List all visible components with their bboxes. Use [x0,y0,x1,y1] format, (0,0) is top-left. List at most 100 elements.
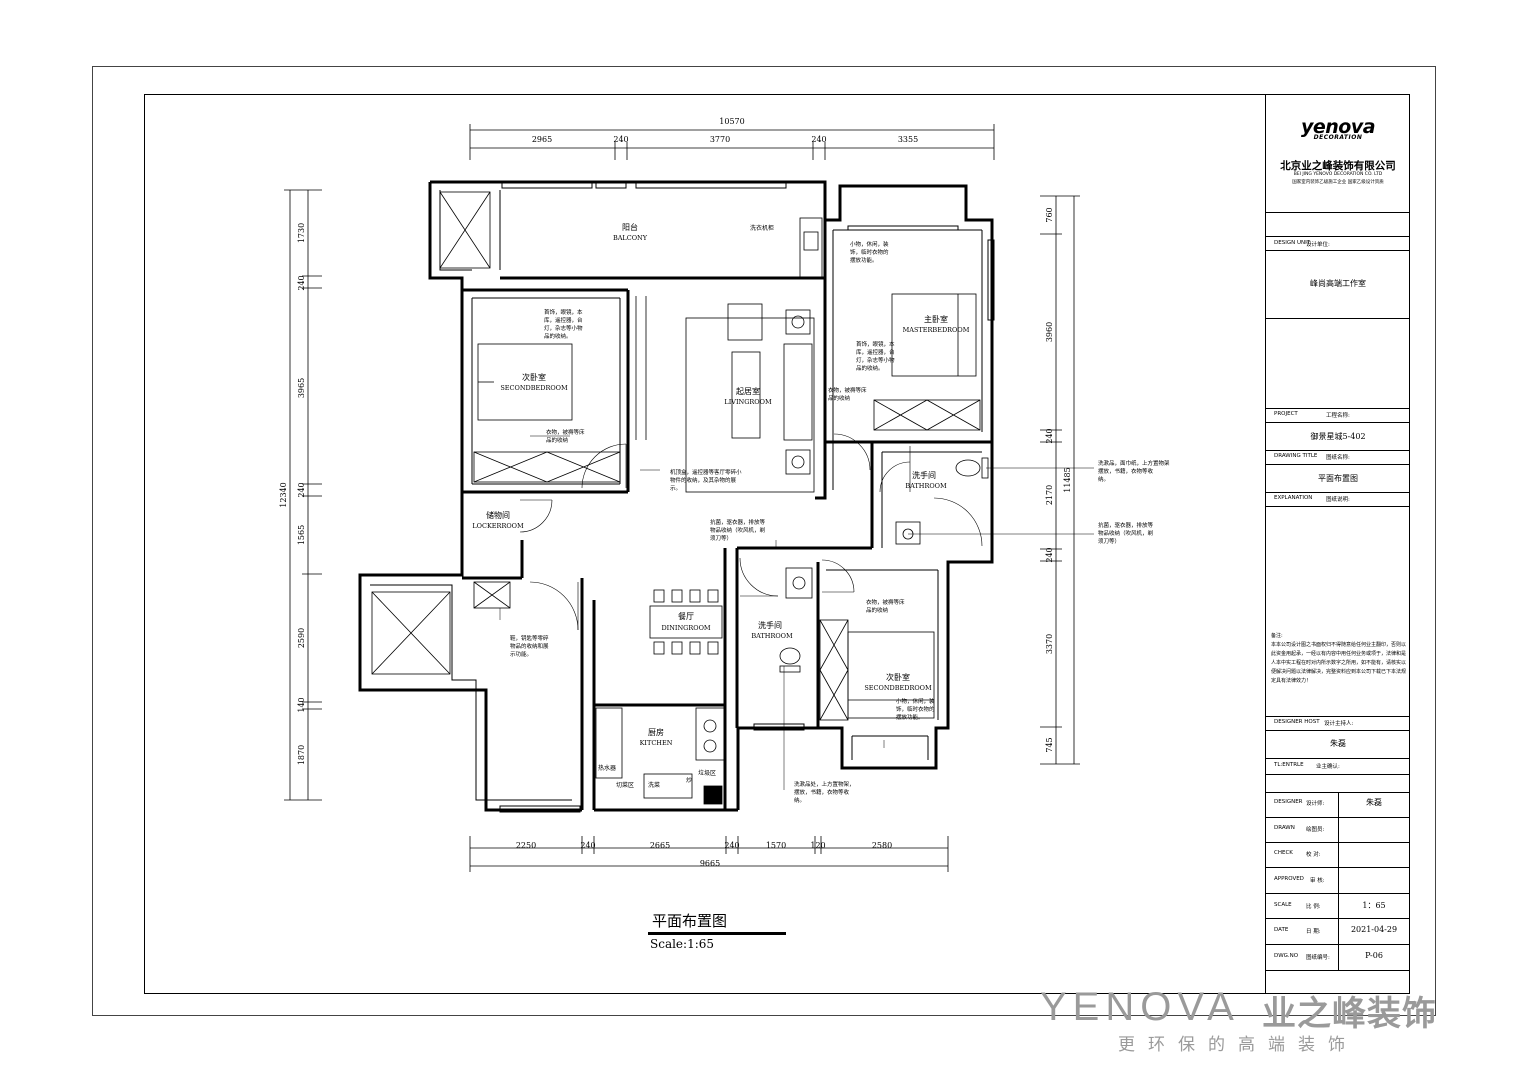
tb-divider [1266,212,1410,213]
plan-scale: Scale:1:65 [650,937,715,951]
dim-top-2: 240 [613,135,628,144]
logo-subtitle: DECORATION [1313,134,1363,141]
plan-title: 平面布置图 [652,912,728,930]
host-label-cn: 设计主持人: [1324,721,1354,727]
dim-right-2: 3960 [1045,322,1054,342]
dim-top-1: 2965 [532,135,552,144]
stove-label: 炒 [686,777,692,784]
dim-bottom-total: 9665 [700,859,720,868]
dim-left-3: 3965 [297,378,306,398]
room-second1-en: SECONDBEDROOM [500,384,568,392]
watermark-brand-cn: 业之峰装饰 [1262,994,1437,1034]
tb-divider [1266,918,1410,919]
tb-divider [1266,758,1410,759]
remarks-heading: 备注: [1271,633,1283,639]
note-second2-low: 小物，休闲，装 饰，临时衣物的 摆放功能。 [896,697,936,721]
room-living-cn: 起居室 [736,386,760,396]
dim-bottom-6: 120 [810,841,825,850]
tb-divider [1266,730,1410,731]
tb-divider [1266,250,1410,251]
room-bath2-en: BATHROOM [751,632,793,640]
room-kitchen-en: KITCHEN [640,739,673,747]
company-name-en: BEI JING YENOVO DECORATION CO. LTD [1293,172,1383,177]
dim-left-4: 240 [297,482,306,497]
dim-left-total: 12340 [279,482,288,507]
company-name: 北京业之峰装饰有限公司 [1280,160,1396,172]
project-value: 御景星城5-402 [1310,432,1366,441]
design-unit-label-en: DESIGN UNIT [1274,240,1311,246]
washer-label: 洗衣机柜 [750,224,774,232]
tb-divider [1266,464,1410,465]
drawing-border [144,94,1410,994]
tl-label-cn: 业主确认: [1316,764,1340,770]
dim-left-7: 140 [297,697,306,712]
dim-left-1: 1730 [297,223,306,243]
tb-divider [1266,492,1410,493]
project-label-cn: 工程名称: [1326,413,1350,419]
watermark-brand: YENOVA [1040,985,1240,1029]
dim-top-5: 3355 [898,135,918,144]
room-locker-en: LOCKERROOM [472,522,524,530]
designer-label-cn: 设计师: [1306,801,1325,807]
room-bath1-cn: 洗手间 [912,470,936,480]
tb-column-divider [1338,792,1339,970]
room-dining-cn: 餐厅 [678,612,694,621]
tb-divider [1266,944,1410,945]
note-second2-top: 衣物，被褥等床 品的收纳 [866,598,906,614]
drawn-label-cn: 绘图员: [1306,827,1325,833]
approved-label-en: APPROVED [1274,876,1304,882]
dim-left-2: 240 [297,275,306,290]
room-second2-en: SECONDBEDROOM [864,684,932,692]
room-master-en: MASTERBEDROOM [903,326,970,334]
room-locker-cn: 储物间 [486,510,510,520]
check-label-cn: 校 对: [1306,852,1321,858]
design-unit-label-cn: 设计单位: [1306,242,1330,248]
dwg-value: P-06 [1365,951,1383,960]
note-living: 机顶盒，遥控器等客厅零碎小 物件的收纳，及其杂物的展 示。 [670,468,743,492]
tb-divider [1266,842,1410,843]
drawing-label-cn: 图纸名称: [1326,455,1350,461]
drawn-label-en: DRAWN [1274,825,1295,831]
company-qualification: 国家室内装饰乙级施工企业 国家乙级设计资质 [1292,180,1384,185]
dim-left-8: 1870 [297,745,306,765]
tb-divider [1266,716,1410,717]
waste-area-label: 垃圾区 [698,769,716,777]
explanation-label-cn: 图纸说明: [1326,497,1350,503]
note-bath1-low: 抗菌，驱衣器，排放等 物品收纳（吹风机，剃 须刀等） [1098,521,1155,545]
tb-divider [1266,774,1410,775]
tb-divider [1266,817,1410,818]
dim-top-4: 240 [811,135,826,144]
tl-label-en: TL:ENTRLE [1274,762,1304,768]
host-label-en: DESIGNER HOST [1274,719,1320,725]
dim-top-total: 10570 [719,117,744,126]
note-master-top: 小物，休闲，装 饰，临时衣物的 摆放功能。 [850,240,890,264]
scale-label-cn: 比 例: [1306,904,1321,910]
dim-right-7: 745 [1045,737,1054,752]
note-master-low: 衣物，被褥等床 品的收纳 [828,386,868,402]
dim-bottom-1: 2250 [516,841,536,850]
room-second2-cn: 次卧室 [886,672,910,682]
dim-bottom-5: 1570 [766,841,786,850]
outer-frame [92,66,1436,1016]
dim-bottom-2: 240 [580,841,595,850]
note-corridor: 抗菌，驱衣器，排放等 物品收纳（吹风机，剃 须刀等） [710,518,767,542]
room-bath1-en: BATHROOM [905,482,947,490]
remarks: 备注: 本本公司设计图之书面权归不得随意给任何业主翻印，否则以此资金用起承，一经… [1271,632,1406,686]
note-second1-mid: 首饰，眼镜，本 库，遥控器，台 灯，杂志等小物 品的收纳。 [544,308,584,340]
water-heater-label: 热水器 [598,764,616,772]
dwg-label-cn: 图纸编号: [1306,955,1330,961]
host-value: 朱磊 [1330,739,1346,748]
dim-bottom-3: 2665 [650,841,670,850]
tb-divider [1266,236,1410,237]
note-second1-low: 衣物，被褥等床 品的收纳 [546,428,586,444]
dim-right-5: 240 [1045,547,1054,562]
date-label-cn: 日 期: [1306,929,1321,935]
note-bath1: 洗漱品，面巾纸，上方置物架 摆放，书籍，衣物等收 纳。 [1098,459,1171,483]
note-bath2: 洗漱品处，上方置物架， 摆放，书籍，衣物等收 纳。 [794,780,856,804]
room-bath2-cn: 洗手间 [758,620,782,630]
tb-divider [1266,450,1410,451]
room-balcony-cn: 阳台 [622,222,638,232]
remarks-body: 本本公司设计图之书面权归不得随意给任何业主翻印，否则以此资金用起承，一经以有内容… [1271,642,1407,684]
dim-bottom-4: 240 [724,841,739,850]
